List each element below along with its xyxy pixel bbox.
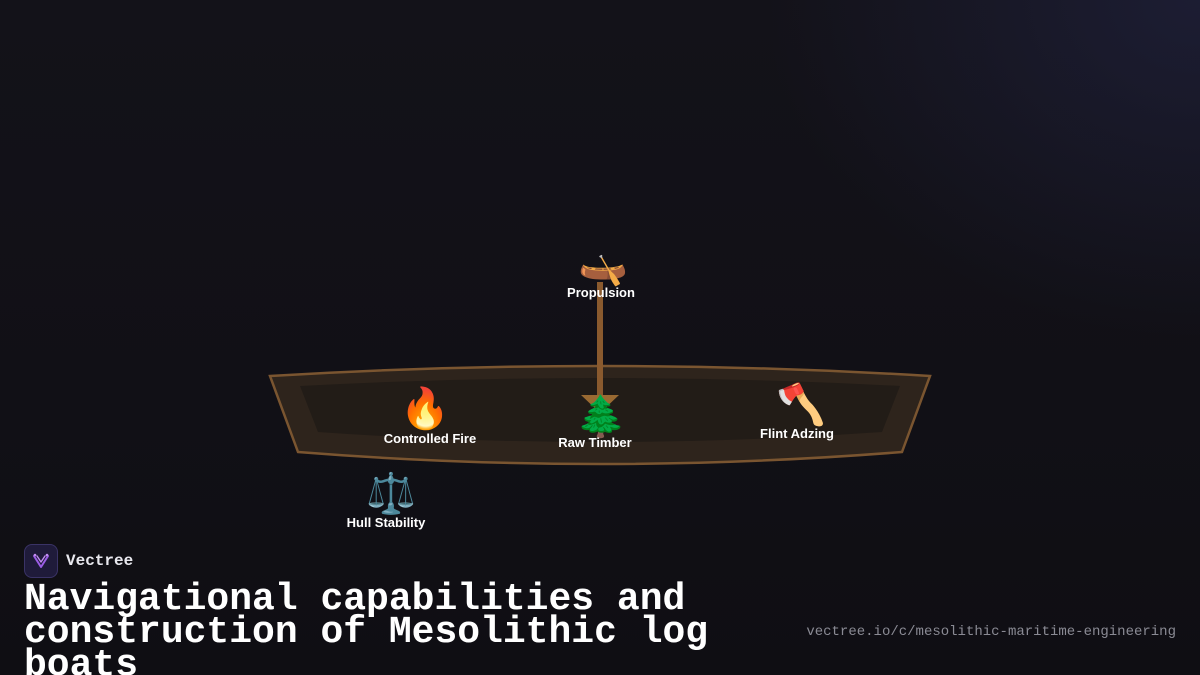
node-hull-stability[interactable]: ⚖️ Hull Stability: [347, 470, 427, 530]
axe-icon: 🪓: [776, 381, 826, 428]
node-label-raw-timber: Raw Timber: [558, 435, 631, 450]
fire-icon: 🔥: [400, 385, 450, 432]
sail-triangle: [581, 395, 619, 413]
brand-name: Vectree: [66, 552, 134, 570]
balance-scale-icon: ⚖️: [366, 470, 416, 517]
node-label-hull-stability: Hull Stability: [347, 515, 427, 530]
vectree-logo-icon: [24, 544, 58, 578]
node-raw-timber[interactable]: 🌲 Raw Timber: [558, 393, 631, 450]
evergreen-tree-icon: 🌲: [576, 393, 626, 440]
node-label-controlled-fire: Controlled Fire: [384, 431, 476, 446]
node-flint-adzing[interactable]: 🪓 Flint Adzing: [760, 381, 834, 441]
canoe-icon: 🛶: [578, 242, 628, 288]
node-controlled-fire[interactable]: 🔥 Controlled Fire: [384, 385, 476, 446]
brand[interactable]: Vectree: [24, 544, 133, 578]
page-title: Navigational capabilities and constructi…: [24, 578, 709, 675]
node-label-propulsion: Propulsion: [567, 285, 635, 300]
boat-mast: [597, 282, 603, 400]
node-propulsion[interactable]: 🛶 Propulsion: [567, 242, 635, 300]
source-url[interactable]: vectree.io/c/mesolithic-maritime-enginee…: [806, 624, 1176, 640]
node-label-flint-adzing: Flint Adzing: [760, 426, 834, 441]
